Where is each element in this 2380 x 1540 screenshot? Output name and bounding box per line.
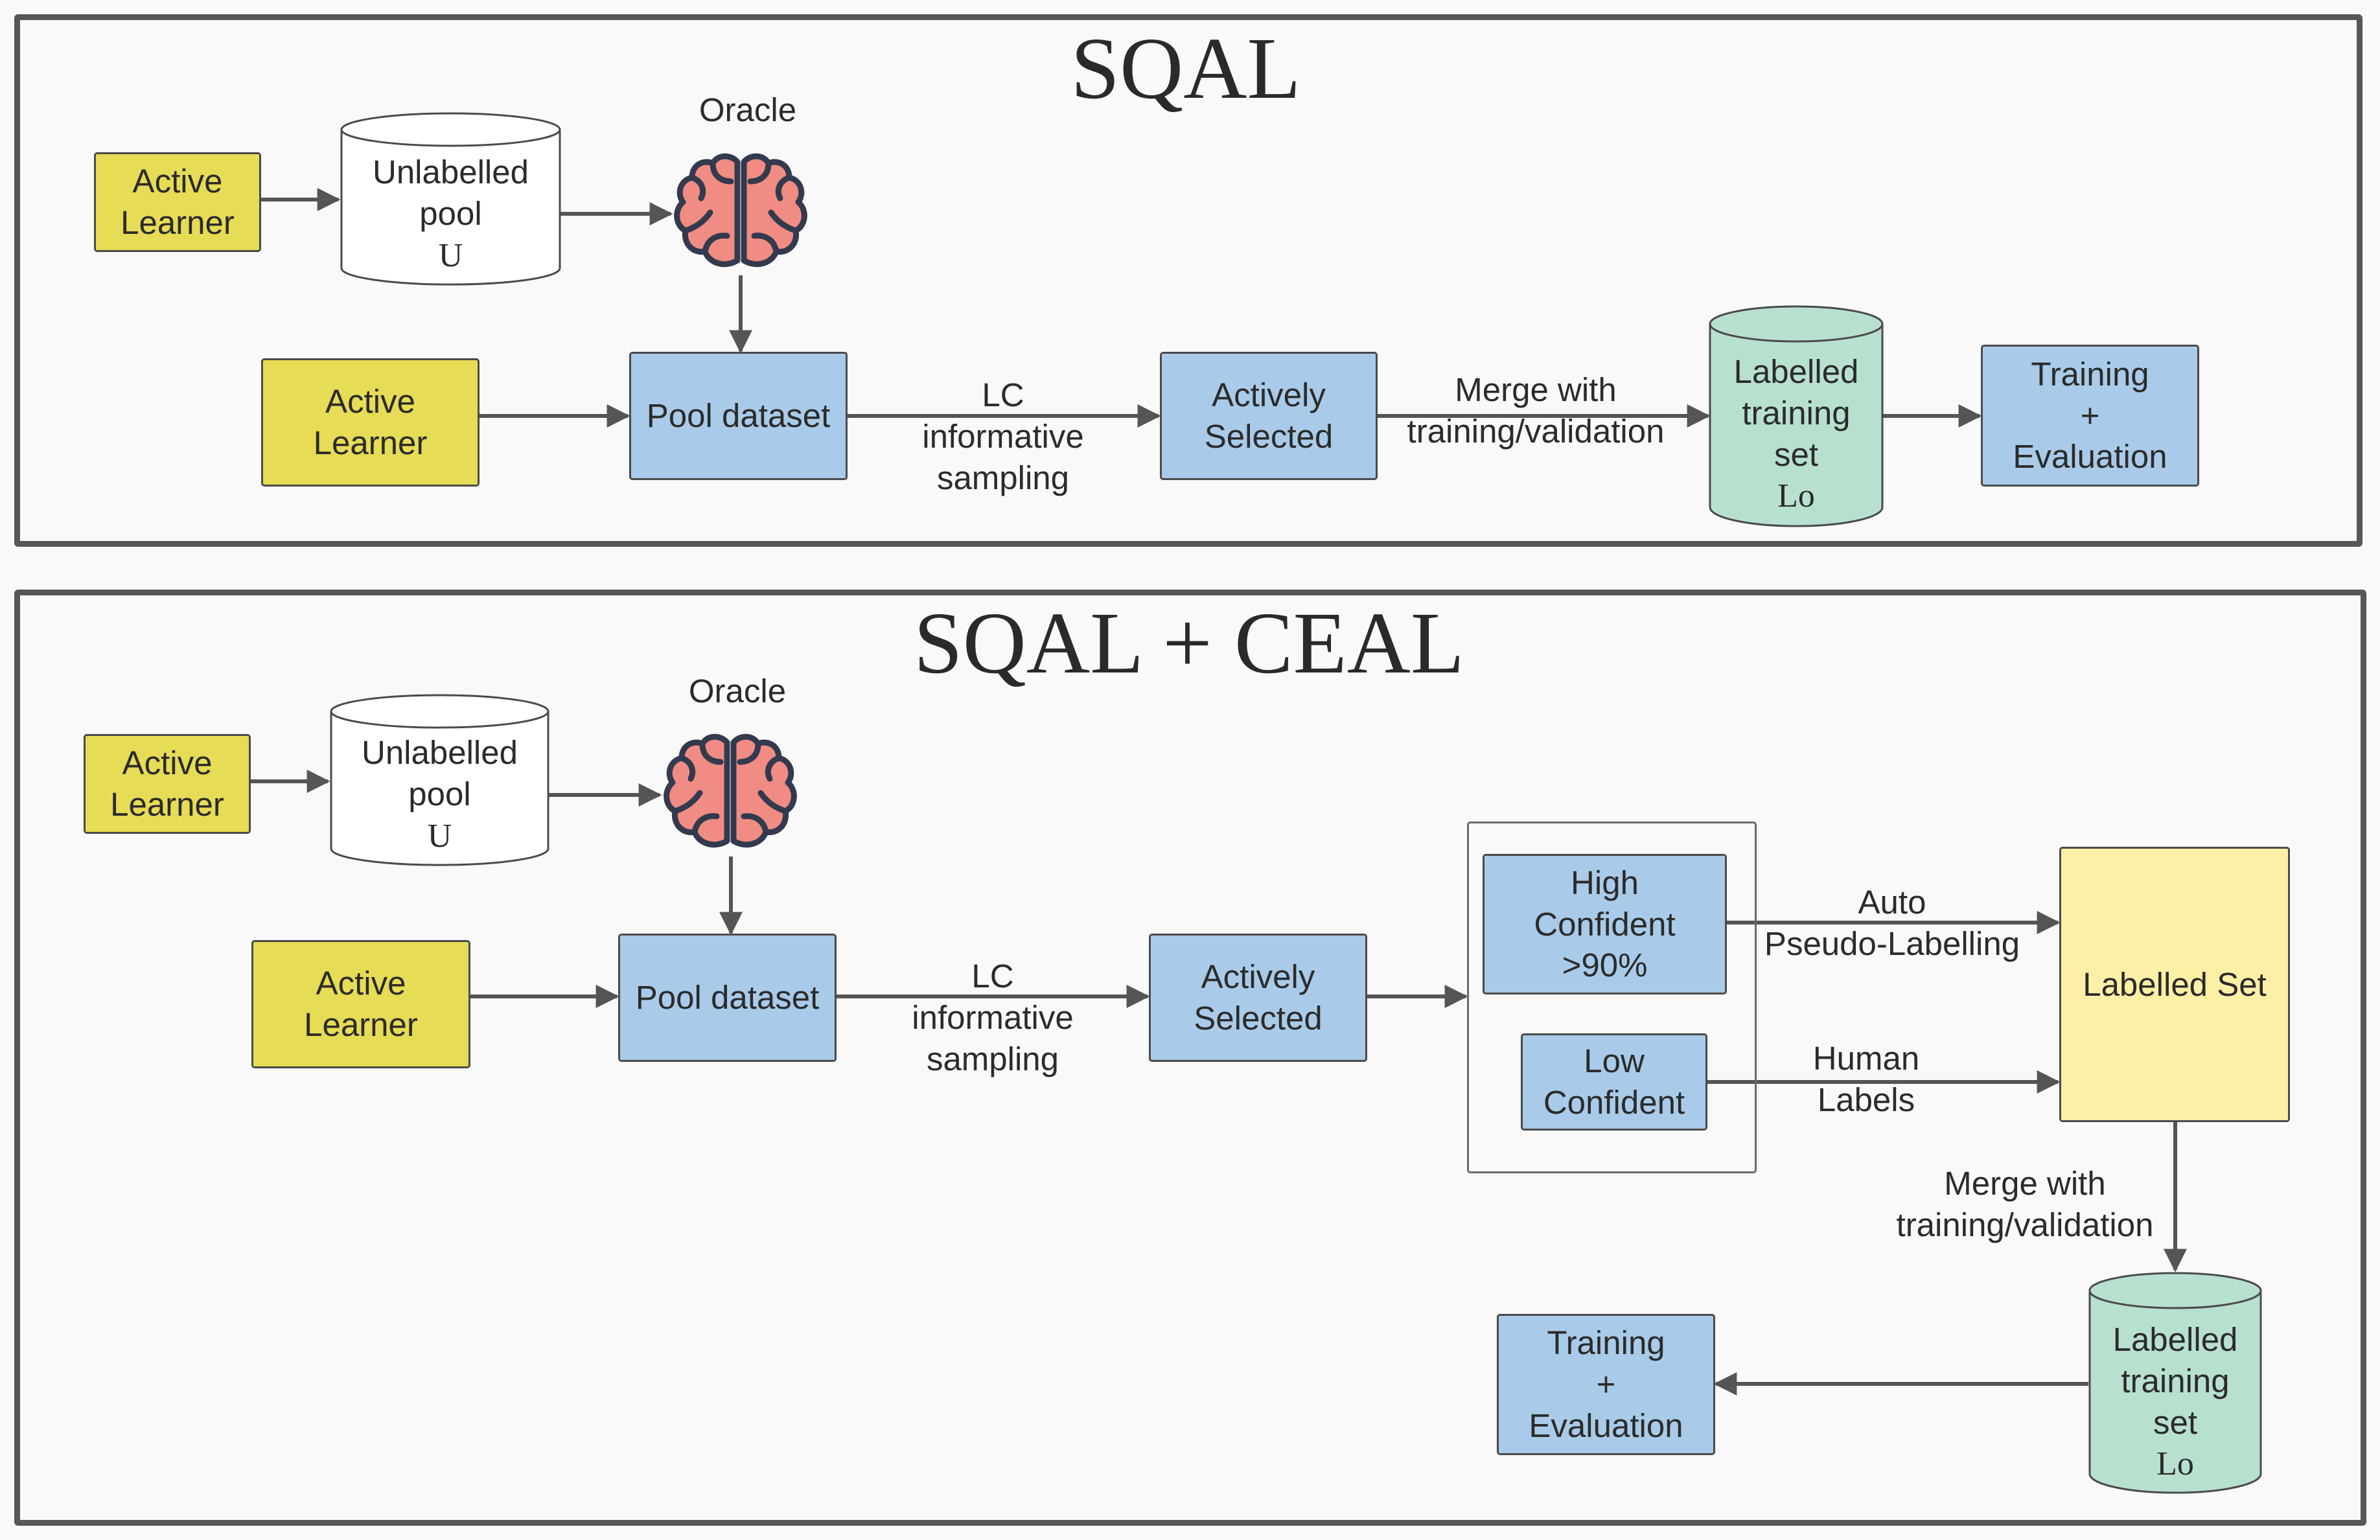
sqal-panel — [14, 14, 2363, 547]
unlabelled-pool-cylinder-2: Unlabelled pool U — [329, 693, 550, 867]
unlabelled-pool-cylinder: Unlabelled pool U — [340, 111, 562, 286]
oracle-label: Oracle — [699, 91, 797, 128]
pool-dataset-box: Pool dataset — [629, 352, 848, 480]
active-learner-large-2: Active Learner — [251, 940, 470, 1068]
training-evaluation-box-2: Training + Evaluation — [1497, 1314, 1715, 1455]
human-labels-label: Human Labels — [1812, 1040, 1920, 1118]
active-learner-small: Active Learner — [94, 152, 261, 252]
low-confident-box: Low Confident — [1521, 1033, 1707, 1131]
merge-label-2: Merge with training/validation — [1896, 1165, 2154, 1243]
sqal-ceal-panel — [14, 590, 2366, 1526]
lc-sampling-label-2: LC informative sampling — [912, 958, 1074, 1077]
training-evaluation-box: Training + Evaluation — [1981, 345, 2199, 487]
brain-icon — [661, 731, 800, 854]
active-learner-small-2: Active Learner — [84, 734, 251, 834]
merge-label: Merge with training/validation — [1407, 371, 1665, 450]
confidence-group — [1467, 822, 1757, 1173]
labelled-training-set-cylinder-2: Labelled training set Lo — [2088, 1271, 2263, 1495]
sqal-ceal-title: SQAL + CEAL — [914, 595, 1464, 692]
oracle-label-2: Oracle — [688, 672, 787, 709]
labelled-set-box: Labelled Set — [2059, 847, 2290, 1122]
sqal-title: SQAL — [1070, 20, 1301, 117]
actively-selected-box: Actively Selected — [1160, 352, 1378, 480]
actively-selected-box-2: Actively Selected — [1149, 934, 1367, 1062]
lc-sampling-label: LC informative sampling — [922, 376, 1084, 496]
active-learner-large: Active Learner — [261, 358, 479, 487]
auto-pseudo-labelling-label: Auto Pseudo-Labelling — [1764, 884, 2020, 962]
labelled-training-set-cylinder: Labelled training set Lo — [1708, 305, 1884, 528]
high-confident-box: High Confident >90% — [1483, 854, 1727, 994]
pool-dataset-box-2: Pool dataset — [618, 934, 837, 1062]
brain-icon — [671, 150, 810, 273]
